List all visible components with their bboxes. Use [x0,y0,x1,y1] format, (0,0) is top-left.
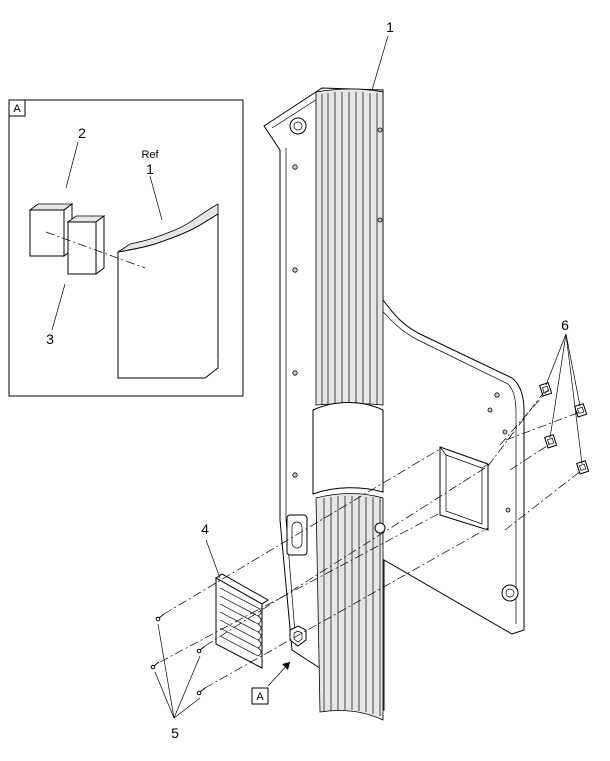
detail-frame [8,99,244,397]
clip-nuts [539,382,590,475]
callout-2: 2 [78,125,86,141]
screws [150,613,206,696]
detail-label-box [8,99,26,117]
vent-grille [215,573,269,669]
detail-label: A [13,103,21,115]
detail-alignment-line [45,231,146,269]
detail-part-1-section [117,203,219,379]
assembly-lines [159,389,583,689]
view-a-label: A [256,691,264,703]
panel-outline [263,87,525,711]
view-a-label-box [251,687,269,705]
callout-6: 6 [561,317,569,333]
callout-leaders [154,35,583,719]
detail-view-a: A 2 3 Ref 1 [8,99,244,397]
callout-1: 1 [386,19,394,35]
callout-5: 5 [171,725,179,741]
pad-area [312,402,384,495]
callout-3: 3 [46,331,54,347]
callout-4: 4 [201,521,209,537]
main-panel [263,87,525,721]
callout-detail-1: 1 [146,161,154,177]
detail-part-3 [66,215,106,275]
vent-opening [439,446,489,531]
detail-part-2 [28,203,74,257]
callout-ref-label: Ref [141,149,159,161]
ribbed-column [312,88,384,721]
